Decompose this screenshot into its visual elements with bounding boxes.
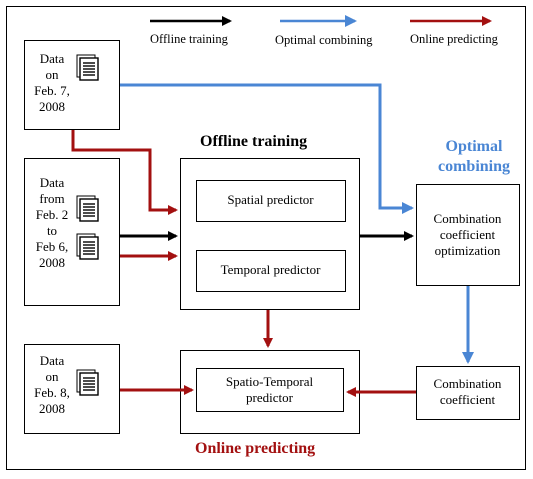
diagram-frame xyxy=(6,6,526,470)
data-feb2-6-line-3: Feb. 2 xyxy=(35,207,69,222)
data-feb8-line-2: on xyxy=(45,369,59,384)
document-icon xyxy=(76,369,99,396)
legend-online-label: Online predicting xyxy=(410,32,498,46)
document-icon xyxy=(76,54,99,81)
spatio-temporal-line-2: predictor xyxy=(246,390,293,405)
feb7-to-optimization-arrow xyxy=(120,83,414,214)
comb-coef-line-1: Combination xyxy=(433,376,502,391)
data-feb2-6-line-1: Data xyxy=(39,175,65,190)
document-icon xyxy=(76,195,99,222)
combination-coefficient-label: Combination coefficient xyxy=(417,376,518,408)
spatio-temporal-line-1: Spatio-Temporal xyxy=(225,374,314,389)
data-feb8-box: Data on Feb. 8, 2008 xyxy=(24,344,120,434)
spatio-temporal-label: Spatio-Temporal predictor xyxy=(197,374,342,406)
data-feb2-6-line-6: 2008 xyxy=(39,255,65,270)
data-feb7-line-4: 2008 xyxy=(39,99,65,114)
comb-opt-line-1: Combination xyxy=(433,211,502,226)
data-feb7-line-3: Feb. 7, xyxy=(34,83,70,98)
data-feb7-box: Data on Feb. 7, 2008 xyxy=(24,40,120,130)
combination-coefficient-box: Combination coefficient xyxy=(416,366,520,420)
optimal-title-line-2: combining xyxy=(437,158,510,175)
comb-coef-line-2: coefficient xyxy=(439,392,496,407)
data-feb2-6-line-5: Feb 6, xyxy=(35,239,69,254)
online-predicting-title: Online predicting xyxy=(195,440,316,457)
data-feb2-6-line-2: from xyxy=(39,191,65,206)
document-icon xyxy=(76,233,99,260)
data-feb8-line-3: Feb. 8, xyxy=(34,385,70,400)
data-feb8-line-4: 2008 xyxy=(39,401,65,416)
spatio-temporal-predictor-box: Spatio-Temporal predictor xyxy=(196,368,344,412)
comb-opt-line-2: coefficient xyxy=(439,227,496,242)
data-feb7-line-1: Data xyxy=(39,51,65,66)
data-feb2-6-box: Data from Feb. 2 to Feb 6, 2008 xyxy=(24,158,120,306)
legend-optimal-label: Optimal combining xyxy=(275,33,373,47)
combination-optimization-label: Combination coefficient optimization xyxy=(417,211,518,259)
combination-optimization-box: Combination coefficient optimization xyxy=(416,184,520,286)
temporal-predictor-label: Temporal predictor xyxy=(220,262,321,277)
optimal-title-line-1: Optimal xyxy=(445,138,503,155)
optimal-combining-title: Optimal combining xyxy=(414,137,533,177)
feb7-to-offline-arrow xyxy=(71,130,178,215)
spatial-predictor-box: Spatial predictor xyxy=(196,180,346,222)
spatial-predictor-label: Spatial predictor xyxy=(227,192,314,207)
data-feb8-line-1: Data xyxy=(39,353,65,368)
data-feb7-line-2: on xyxy=(45,67,59,82)
offline-training-title: Offline training xyxy=(200,133,308,150)
data-feb2-6-line-4: to xyxy=(46,223,58,238)
temporal-predictor-box: Temporal predictor xyxy=(196,250,346,292)
comb-opt-line-3: optimization xyxy=(434,243,501,258)
legend-offline-label: Offline training xyxy=(150,32,228,46)
